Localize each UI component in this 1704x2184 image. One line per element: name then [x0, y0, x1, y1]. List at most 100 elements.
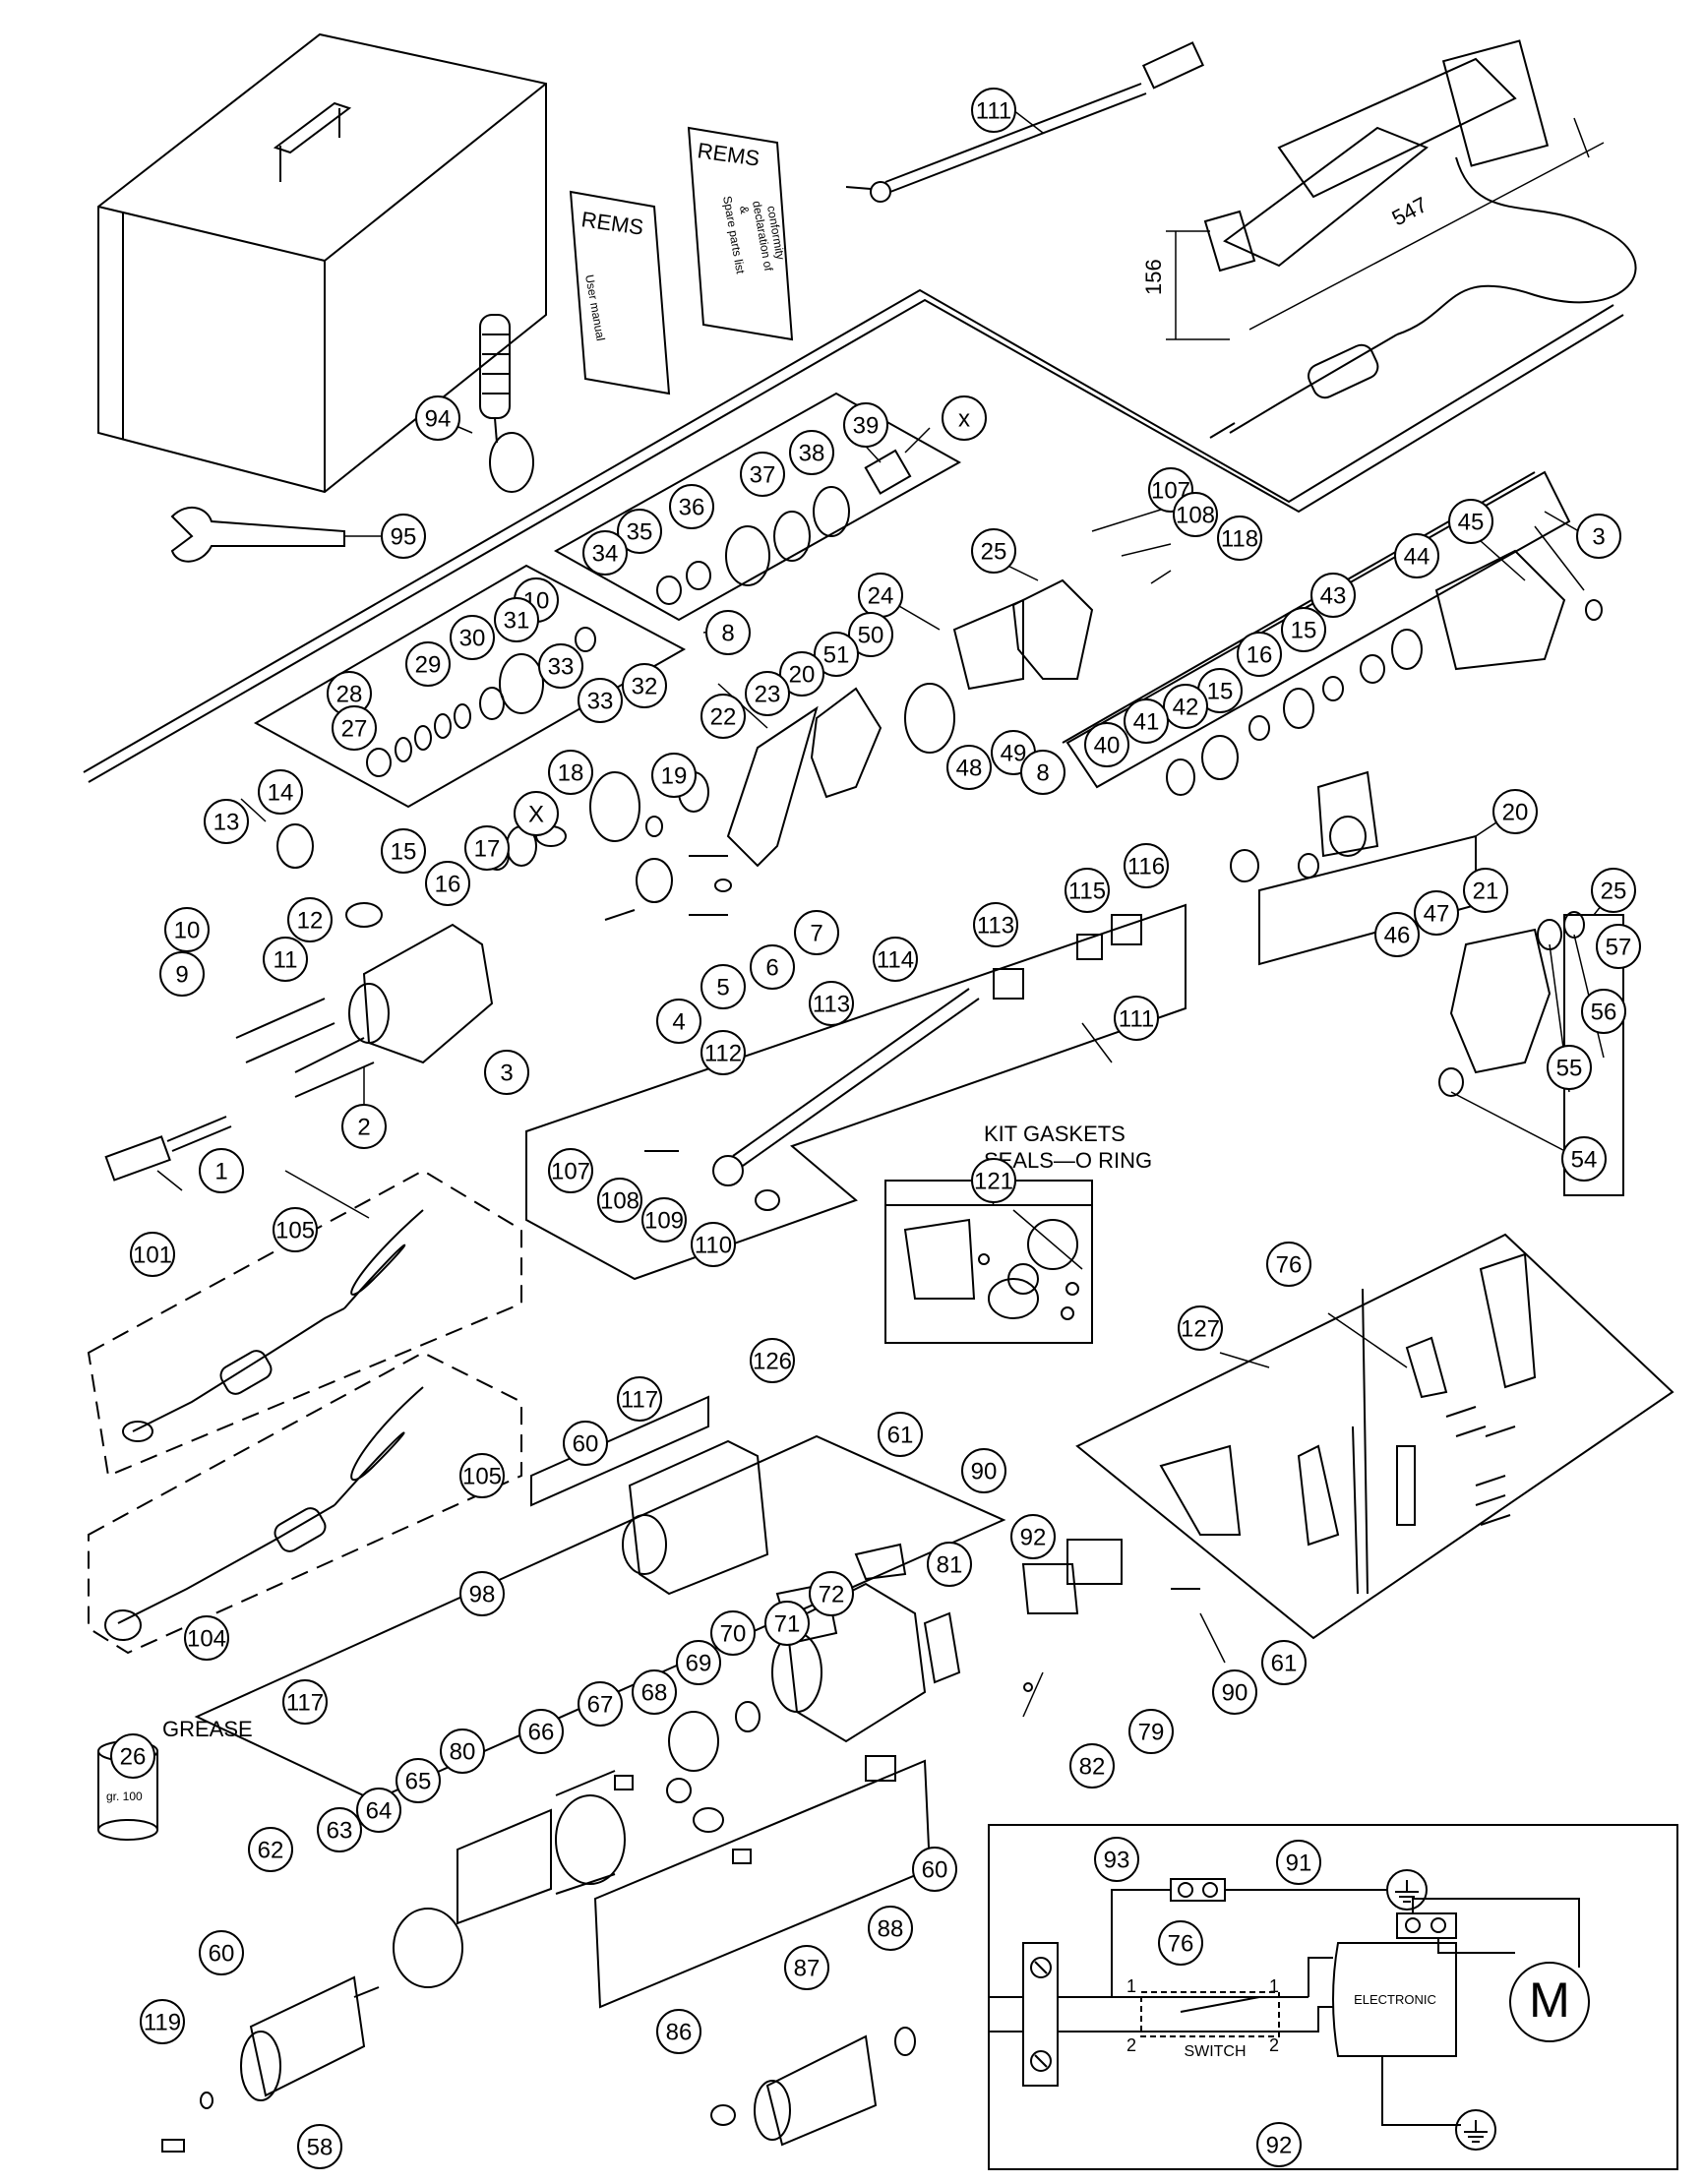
- callout-circle: [287, 897, 333, 942]
- callout-35: 35: [617, 509, 662, 554]
- callout-number: 40: [1094, 733, 1121, 759]
- wiring-diagram: ELECTRONIC SWITCH 1 2 1 2 M: [988, 1824, 1678, 2170]
- callout-number: 92: [1020, 1525, 1047, 1551]
- carrying-case: [97, 32, 547, 494]
- callout-111: 111: [971, 88, 1016, 133]
- callout-circle: [1212, 1669, 1257, 1715]
- side-handle: [479, 314, 534, 493]
- callout-number: 94: [425, 406, 452, 433]
- callout-circle: [317, 1807, 362, 1852]
- callout-number: 1: [214, 1159, 227, 1185]
- callout-circle: [548, 1148, 593, 1193]
- callout-circle: [1256, 2122, 1302, 2167]
- callout-number: 117: [621, 1387, 658, 1414]
- callout-circle: [1561, 1136, 1607, 1182]
- callout-18: 18: [548, 750, 593, 795]
- callout-circle: [184, 1615, 229, 1661]
- callout-45: 45: [1448, 499, 1493, 544]
- callout-number: 67: [587, 1692, 614, 1719]
- callout-61: 61: [1261, 1640, 1307, 1685]
- callout-circle: [248, 1827, 293, 1872]
- grease-label: GREASE: [162, 1717, 253, 1741]
- brush-parts: [614, 1775, 752, 1864]
- callout-circle: [622, 663, 667, 708]
- callout-105: 105: [273, 1207, 318, 1252]
- callout-109: 109: [641, 1197, 687, 1243]
- electronic-unit: [1332, 1942, 1457, 2057]
- callout-circle: [464, 825, 510, 871]
- callout-15: 15: [1197, 668, 1243, 713]
- callout-number: 92: [1266, 2133, 1293, 2159]
- callout-circle: [415, 395, 460, 441]
- callout-number: 2: [357, 1115, 370, 1141]
- callout-circle: [789, 430, 834, 475]
- callout-number: 44: [1404, 544, 1430, 571]
- callout-number: 11: [274, 947, 298, 974]
- callout-circle: [656, 999, 701, 1044]
- callout-number: 14: [268, 780, 294, 807]
- callout-circle: [1010, 1514, 1056, 1559]
- callout-76: 76: [1266, 1242, 1311, 1287]
- callout-circle: [700, 964, 746, 1009]
- electronic-module: [1021, 1539, 1200, 1692]
- callout-90: 90: [961, 1448, 1006, 1493]
- callout-15: 15: [381, 828, 426, 874]
- callout-number: 105: [462, 1464, 502, 1490]
- callout-9: 9: [159, 951, 205, 997]
- callout-48: 48: [946, 745, 992, 790]
- callout-87: 87: [784, 1945, 829, 1990]
- callout-number: 25: [1601, 879, 1627, 905]
- callout-number: 118: [1221, 526, 1258, 553]
- callout-circle: [1114, 996, 1159, 1041]
- callout-number: 49: [1001, 741, 1027, 767]
- callout-number: 98: [469, 1582, 496, 1608]
- callout-number: 16: [435, 872, 461, 898]
- terminal-1-left: 1: [1126, 1976, 1136, 1996]
- callout-number: 76: [1276, 1252, 1303, 1279]
- flex-shaft-box: [525, 903, 1187, 1281]
- callout-circle: [669, 484, 714, 529]
- callout-72: 72: [809, 1571, 854, 1616]
- callout-circle: [494, 597, 539, 642]
- callout-number: 70: [720, 1621, 747, 1648]
- callout-circle: [1020, 750, 1065, 795]
- callout-number: 12: [297, 908, 324, 935]
- callout-circle: [425, 861, 470, 906]
- callout-25: 25: [971, 528, 1016, 574]
- callout-circle: [396, 1758, 441, 1803]
- callout-circle: [971, 528, 1016, 574]
- callout-79: 79: [1128, 1709, 1174, 1754]
- manual-title: User manual: [582, 273, 608, 341]
- callout-circle: [912, 1847, 957, 1892]
- motor-housing-box: [194, 1434, 1006, 1802]
- callout-29: 29: [405, 641, 451, 687]
- callout-circle: [971, 1158, 1016, 1203]
- switch-76: [1140, 1991, 1280, 2037]
- callout-number: 113: [813, 992, 850, 1018]
- callout-circle: [794, 910, 839, 955]
- callout-circle: [843, 402, 888, 448]
- callout-60: 60: [199, 1930, 244, 1975]
- gear-cover-plates: [726, 578, 1094, 868]
- callout-8: 8: [705, 610, 751, 655]
- callout-circle: [927, 1542, 972, 1587]
- callout-number: 109: [644, 1208, 684, 1235]
- callout-number: 62: [258, 1838, 284, 1864]
- callout-126: 126: [750, 1338, 795, 1383]
- callout-number: X: [528, 802, 544, 828]
- callout-circle: [582, 530, 628, 576]
- callout-number: 64: [366, 1798, 393, 1825]
- gear-group-box-upper: [553, 392, 962, 622]
- callout-number: 17: [474, 836, 501, 863]
- callout-113: 113: [973, 902, 1018, 947]
- callout-number: 10: [174, 918, 201, 944]
- svg-text:&: &: [737, 205, 752, 214]
- callout-circle: [199, 1148, 244, 1193]
- dimension-lines: [1166, 117, 1605, 340]
- callout-93: 93: [1094, 1837, 1139, 1882]
- callout-11: 11: [263, 937, 308, 982]
- callout-1: 1: [199, 1148, 244, 1193]
- callout-circle: [140, 1999, 185, 2044]
- callout-number: 51: [823, 642, 850, 669]
- callout-67: 67: [578, 1681, 623, 1727]
